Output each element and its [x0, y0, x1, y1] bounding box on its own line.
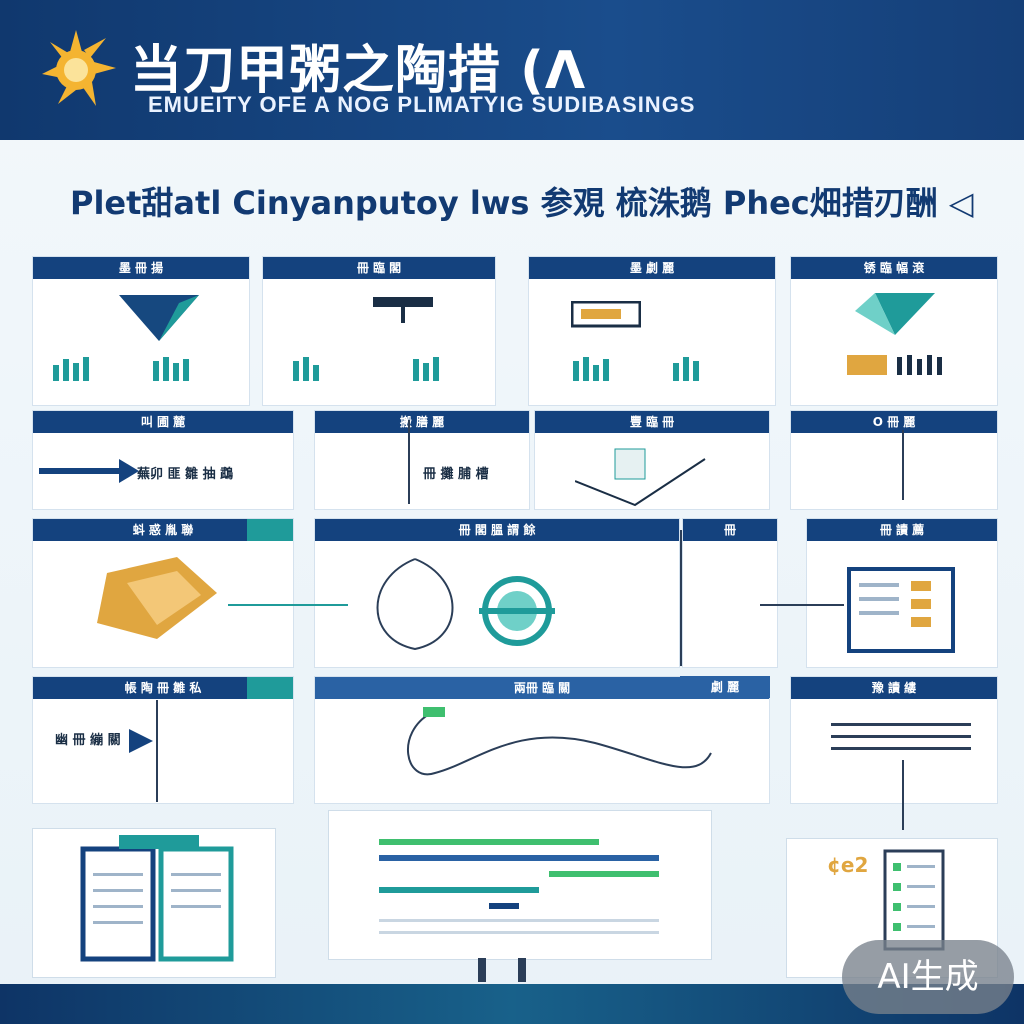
panel-header: 冊 臨 閣	[263, 257, 495, 279]
page-subtitle: EMUEITY OFE A NOG PLIMATYIG SUDIBASINGS	[148, 92, 696, 117]
connector-line	[408, 420, 410, 504]
panel-row1-4: 锈 臨 幅 滾	[790, 256, 998, 406]
arrow-right-icon	[129, 729, 153, 753]
checklist-icon	[883, 849, 945, 951]
panel-row1-3: 墨 劇 麗	[528, 256, 776, 406]
panel-header: 帳 陶 冊 雛 私	[33, 677, 293, 699]
panel-header: 叫 圃 麓	[33, 411, 293, 433]
panel-text: 幽 冊 繃 關	[55, 733, 121, 748]
panel-header: 豫 讀 縷	[791, 677, 997, 699]
list-icon	[831, 723, 971, 750]
panel-row2-1: 叫 圃 麓 蕪卯 匪 雛 抽 鵡	[32, 410, 294, 510]
bottom-card-center	[328, 810, 712, 960]
board-stand	[478, 958, 486, 982]
ai-generated-badge: AI生成	[842, 940, 1014, 1014]
diamond-icon	[855, 293, 935, 335]
panel-row3-4: 冊 讀 薦	[806, 518, 998, 668]
page-title: 当刀甲粥之陶措 (Λ	[130, 41, 587, 101]
flow-curve-icon	[376, 558, 454, 651]
panel-header: 豐 臨 冊	[535, 411, 769, 433]
panel-row2-4: O 冊 麗	[790, 410, 998, 510]
connector-line	[228, 604, 348, 606]
document-icon	[847, 567, 955, 653]
connector-line	[902, 760, 904, 830]
arrow-right-icon	[39, 459, 139, 483]
panel-header: 劇 麗	[710, 680, 740, 694]
panel-row3-3: 冊	[682, 518, 778, 668]
connector-line	[680, 530, 682, 666]
panel-header: 冊 讀 薦	[807, 519, 997, 541]
bar-strip-icon	[573, 357, 699, 381]
bottom-card-left	[32, 828, 276, 978]
panel-header: 冊 閣 膃 謂 餘	[315, 519, 679, 541]
loop-diagram-icon	[407, 707, 712, 776]
connector-line	[760, 604, 844, 606]
server-icon	[571, 301, 641, 328]
connector-line	[156, 700, 158, 802]
panel-header: 蚪 惑 胤 聯	[33, 519, 293, 541]
funnel-icon	[119, 295, 199, 341]
globe-icon	[479, 576, 555, 646]
panel-row3-2: 冊 閣 膃 謂 餘	[314, 518, 680, 668]
bottom-card-label: ¢e2	[827, 853, 869, 877]
bar-strip-icon	[293, 357, 439, 381]
connector-line	[902, 430, 904, 500]
board-stand	[518, 958, 526, 982]
bar-strip-icon	[53, 357, 189, 381]
panel-text: 蕪卯 匪 雛 抽 鵡	[137, 467, 234, 482]
open-book-icon	[80, 835, 234, 962]
panel-header: 兩冊 臨 關	[315, 677, 769, 699]
panel-row2-2: 搬 膳 麗 冊 攤 脯 槽	[314, 410, 530, 510]
panel-row1-1: 墨 冊 揚	[32, 256, 250, 406]
device-icon	[373, 297, 433, 323]
folder-icon	[97, 557, 217, 639]
panel-row1-2: 冊 臨 閣	[262, 256, 496, 406]
gantt-board-icon	[379, 839, 659, 934]
panel-row3-1: 蚪 惑 胤 聯	[32, 518, 294, 668]
panel-row4-gap: 劇 麗	[680, 676, 770, 698]
section-heading: Plet甜atl Cinyanputoy lws 参覌 梳洙鹅 Phec畑措刃酬…	[70, 184, 974, 222]
panel-tab	[247, 519, 293, 541]
panel-header: 冊	[683, 519, 777, 541]
pencil-icon	[575, 448, 706, 507]
panel-text: 冊 攤 脯 槽	[423, 467, 489, 482]
header-banner: 当刀甲粥之陶措 (Λ EMUEITY OFE A NOG PLIMATYIG S…	[0, 0, 1024, 140]
panel-header: 墨 劇 麗	[529, 257, 775, 279]
panel-row4-3: 豫 讀 縷	[790, 676, 998, 804]
stack-icon	[847, 355, 942, 375]
panel-header: 搬 膳 麗	[315, 411, 529, 433]
panel-row4-1: 帳 陶 冊 雛 私 幽 冊 繃 關	[32, 676, 294, 804]
panel-header: 锈 臨 幅 滾	[791, 257, 997, 279]
sun-icon	[42, 30, 116, 106]
panel-row2-3: 豐 臨 冊	[534, 410, 770, 510]
panel-tab	[247, 677, 293, 699]
panel-header: 墨 冊 揚	[33, 257, 249, 279]
panel-header: O 冊 麗	[791, 411, 997, 433]
